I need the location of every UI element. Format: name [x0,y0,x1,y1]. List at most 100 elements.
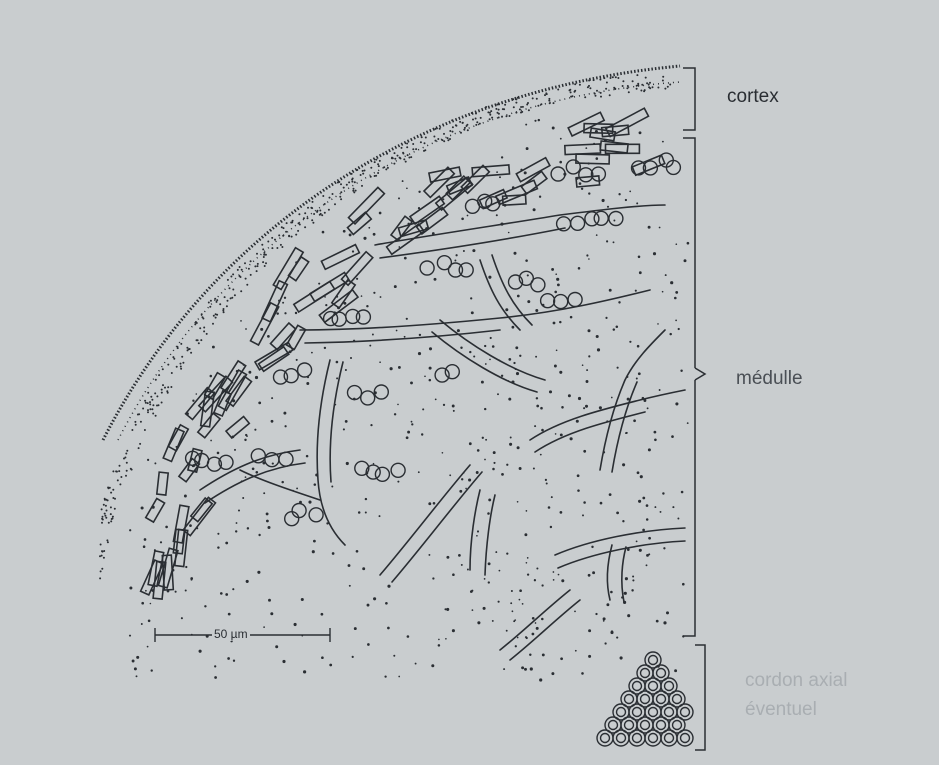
cortex-dot [378,165,380,167]
stipple-dot [597,348,600,351]
axial-cell [629,730,645,746]
cortex-dot [200,339,202,341]
cortex-dot [437,138,439,140]
axial-cell [677,730,693,746]
cortex-dot [156,395,158,397]
axial-cell-lumen [617,734,626,743]
stipple-dot [284,312,286,314]
cortex-dot [408,157,410,159]
stipple-dot [515,346,518,349]
cortex-dot [264,265,266,267]
cortex-dot [662,80,664,82]
algal-cell [609,212,623,226]
cortex-dot [114,508,116,510]
cortex-dot [227,300,229,302]
cortex-dot [304,212,306,214]
cortex-dot [662,76,664,78]
cortex-dot [513,106,515,108]
stipple-dot [554,291,557,294]
cortex-dot [161,389,163,391]
stipple-dot [526,147,529,150]
stipple-dot [240,320,242,322]
stipple-dot [637,471,640,474]
stipple-dot [618,193,620,195]
stipple-dot [561,579,564,582]
cortex-dot [319,210,321,212]
stipple-dot [373,233,376,236]
cortex-dot [263,252,265,254]
cortex-dot [352,178,354,180]
stipple-dot [318,283,320,285]
cortex-dot [489,114,491,116]
cortex-dot [489,118,491,120]
stipple-dot [204,605,206,607]
algal-cell [279,452,293,466]
stipple-dot [414,281,417,284]
stipple-dot [618,301,620,303]
cortex-dot [311,219,313,221]
cortex-dot [151,408,153,410]
algal-cell [356,310,370,324]
cortex-dot [155,415,157,417]
stipple-dot [648,448,651,451]
stipple-dot [321,613,324,616]
cortex-dot [149,408,151,410]
cortex-dot [304,226,306,228]
stipple-dot [559,371,562,374]
cortex-dot [354,181,356,183]
cortex-dot [155,379,157,381]
stipple-dot [141,602,144,605]
stipple-dot [501,375,503,377]
stipple-dot [147,459,149,461]
stipple-dot [508,232,510,234]
cortex-dot [471,112,473,114]
cortex-dot [636,88,638,90]
stipple-dot [362,567,365,570]
stipple-dot [548,506,551,509]
cortex-dot [362,173,364,175]
cortical-hypha [163,428,184,461]
algal-cell [292,504,306,518]
cortex-dot [281,246,283,248]
cortex-dot [267,241,269,243]
cortex-dot [421,136,423,138]
stipple-dot [560,511,563,514]
cortex-dot [356,169,358,171]
stipple-dot [245,328,247,330]
cortex-dot [101,568,103,570]
stipple-dot [379,361,381,363]
algal-cell [251,449,265,463]
cortex-dot [104,515,106,517]
cortex-dot [105,499,107,501]
cortex-dot [319,214,321,216]
stipple-dot [373,463,375,465]
stipple-dot [678,328,680,330]
stipple-dot [574,611,576,613]
stipple-dot [659,227,661,229]
stipple-dot [560,657,563,660]
cortex-dot [603,77,605,79]
stipple-dot [541,429,544,432]
stipple-dot [603,620,605,622]
stipple-dot [675,320,677,322]
cortex-dot [147,409,149,411]
stipple-dot [455,254,457,256]
stipple-dot [415,663,417,665]
cortex-dot [517,97,519,99]
algal-cell [391,463,405,477]
scale-bar-label: 50 µm [212,627,250,641]
cortex-dot [147,392,149,394]
stipple-dot [588,329,591,332]
stipple-dot [260,328,263,331]
axial-cell-lumen [657,669,666,678]
stipple-dot [228,613,231,616]
cortex-dot [139,443,141,445]
cortex-dot [423,150,425,152]
cortex-dot [303,217,305,219]
cortex-dot [589,87,591,89]
stipple-dot [501,156,503,158]
stipple-dot [325,304,327,306]
cortex-dot [248,268,250,270]
axial-cell [661,730,677,746]
cortex-dot [467,129,469,131]
